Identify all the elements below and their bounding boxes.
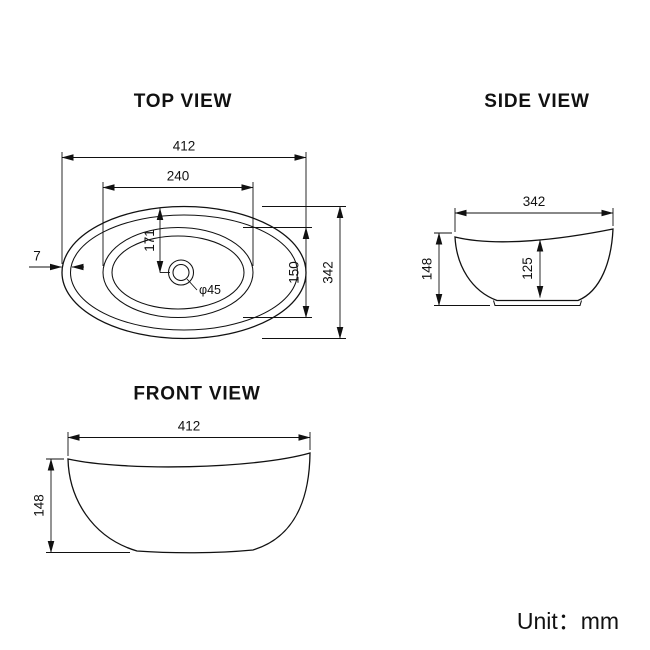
side-bowl-foot	[492, 300, 583, 307]
drain-diameter-label: φ45	[199, 283, 221, 297]
dim-rim-thickness-label: 7	[33, 249, 41, 264]
dim-overall-width-label: 412	[173, 139, 196, 154]
dim-side-height-label: 148	[420, 258, 435, 281]
drain-inner-circle	[172, 263, 190, 282]
basin-bottom-ellipse	[111, 235, 245, 310]
top-view-title: TOP VIEW	[134, 91, 233, 112]
unit-label: Unit：mm	[517, 608, 619, 634]
drain-leader-line	[186, 278, 198, 291]
front-view-title: FRONT VIEW	[133, 384, 260, 405]
basin-outer-ellipse	[61, 205, 307, 340]
top-view: TOP VIEW φ45 412 240 171 150 342	[29, 91, 346, 340]
side-view: SIDE VIEW 342 148 125	[420, 91, 614, 307]
dim-center-offset-label: 171	[142, 229, 157, 252]
dim-front-height-label: 148	[32, 494, 47, 517]
side-view-title: SIDE VIEW	[484, 91, 589, 112]
dim-side-width-label: 342	[523, 194, 546, 209]
dim-inner-width-label: 240	[167, 169, 190, 184]
basin-rim-ellipse	[69, 214, 299, 331]
front-view: FRONT VIEW 412 148	[32, 384, 311, 554]
basin-inner-ellipse	[102, 226, 254, 319]
side-bowl-outline	[454, 228, 614, 302]
front-bowl-outline	[67, 452, 311, 554]
dim-inner-height-label: 150	[287, 261, 302, 284]
dim-front-width-label: 412	[178, 419, 201, 434]
dim-inner-depth-label: 125	[520, 257, 535, 280]
drain-outer-circle	[167, 259, 195, 286]
dim-overall-height-label: 342	[321, 261, 336, 284]
